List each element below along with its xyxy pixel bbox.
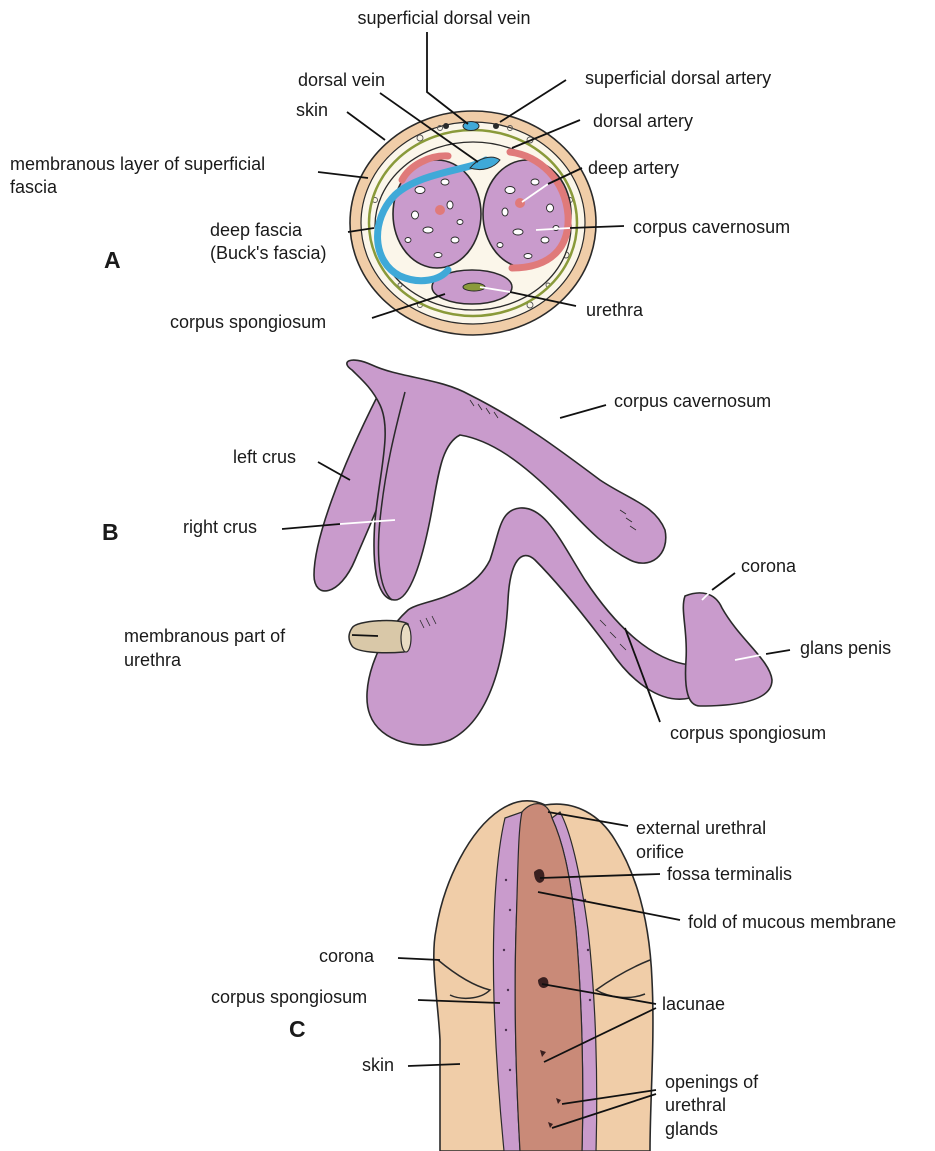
label-corpus-cavernosum-b: corpus cavernosum (614, 391, 771, 411)
leader-superficial-dorsal-vein (427, 32, 468, 124)
label-external-orifice-2: orifice (636, 842, 684, 862)
leader-membranous-layer (318, 172, 368, 178)
label-corona-c: corona (319, 946, 375, 966)
label-urethra-a: urethra (586, 300, 644, 320)
label-openings-1: openings of (665, 1072, 759, 1092)
label-skin-a: skin (296, 100, 328, 120)
leader-membranous-part (352, 635, 378, 636)
leader-glans-penis (766, 650, 790, 654)
leader-superficial-dorsal-artery (500, 80, 566, 122)
label-glans-penis: glans penis (800, 638, 891, 658)
panel-label-b: B (102, 519, 119, 545)
label-fold-mucous: fold of mucous membrane (688, 912, 896, 932)
label-right-crus: right crus (183, 517, 257, 537)
panel-a-cross-section: superficial dorsal vein dorsal vein supe… (10, 8, 790, 335)
label-external-orifice-1: external urethral (636, 818, 766, 838)
label-membranous-part-1: membranous part of (124, 626, 286, 646)
superficial-dorsal-artery-shape (493, 123, 499, 129)
leader-corpus-cavernosum-b-white (530, 418, 560, 428)
glans-penis-shape (683, 593, 772, 706)
superficial-dorsal-artery-left (443, 123, 449, 129)
label-fossa-terminalis: fossa terminalis (667, 864, 792, 884)
label-deep-fascia-1: deep fascia (210, 220, 303, 240)
label-left-crus: left crus (233, 447, 296, 467)
label-superficial-dorsal-vein: superficial dorsal vein (357, 8, 530, 28)
label-lacunae: lacunae (662, 994, 725, 1014)
label-corpus-spongiosum-c: corpus spongiosum (211, 987, 367, 1007)
panel-label-c: C (289, 1016, 306, 1042)
label-membranous-layer-2: fascia (10, 177, 58, 197)
label-openings-2: urethral (665, 1095, 726, 1115)
label-corpus-spongiosum-b: corpus spongiosum (670, 723, 826, 743)
panel-label-a: A (104, 247, 121, 273)
membranous-urethra-shape (349, 621, 409, 653)
leader-skin-a (347, 112, 385, 140)
membranous-urethra-end (401, 624, 411, 652)
leader-corpus-cavernosum-b (560, 405, 606, 418)
label-membranous-part-2: urethra (124, 650, 182, 670)
label-membranous-layer-1: membranous layer of superficial (10, 154, 265, 174)
panel-b-erectile-bodies: corpus cavernosum left crus right crus B… (102, 360, 891, 745)
label-superficial-dorsal-artery: superficial dorsal artery (585, 68, 771, 88)
leader-corona-b (712, 573, 735, 590)
label-deep-fascia-2: (Buck's fascia) (210, 243, 326, 263)
label-skin-c: skin (362, 1055, 394, 1075)
label-openings-3: glands (665, 1119, 718, 1139)
label-deep-artery: deep artery (588, 158, 679, 178)
deep-artery-right (515, 198, 525, 208)
label-corpus-spongiosum-a: corpus spongiosum (170, 312, 326, 332)
panel-c-opened-urethra: external urethral orifice fossa terminal… (211, 801, 896, 1151)
label-dorsal-artery: dorsal artery (593, 111, 693, 131)
label-dorsal-vein: dorsal vein (298, 70, 385, 90)
label-corpus-cavernosum-a: corpus cavernosum (633, 217, 790, 237)
label-corona-b: corona (741, 556, 797, 576)
deep-artery-left (435, 205, 445, 215)
